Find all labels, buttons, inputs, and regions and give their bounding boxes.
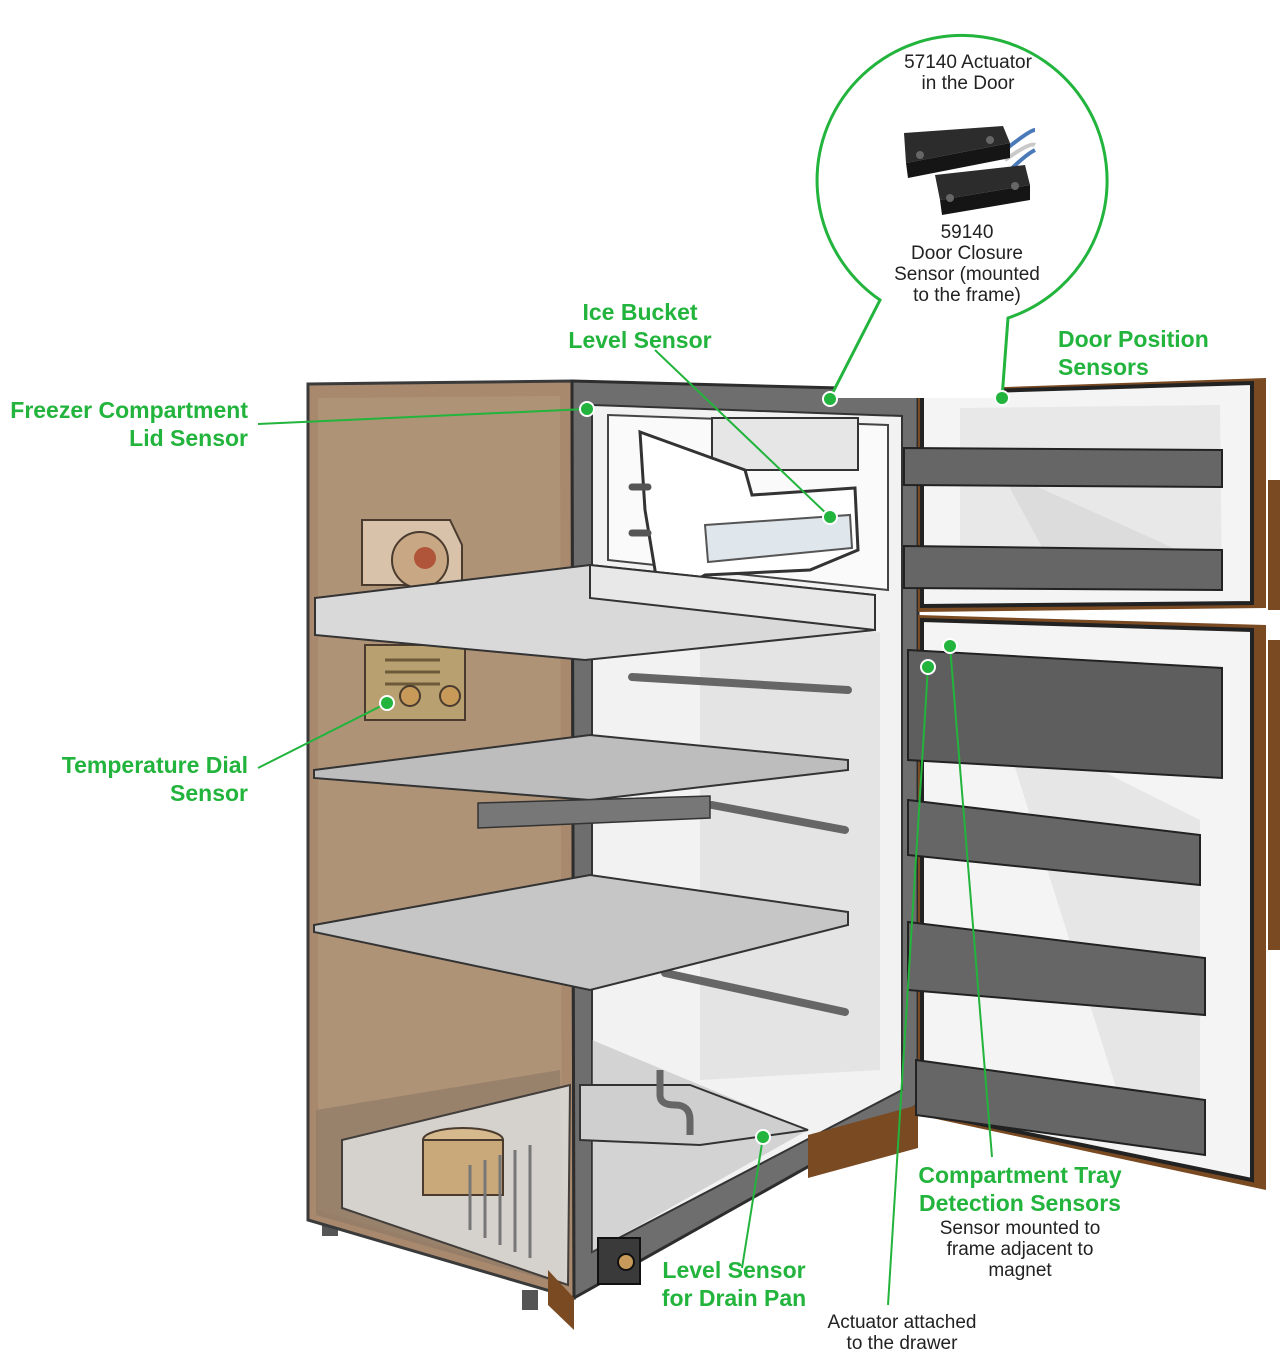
tray-sensor-dot-1 [920, 659, 936, 675]
ice-bucket-label-line2: Level Sensor [568, 327, 712, 353]
freezer-lid-sensor-dot [579, 401, 595, 417]
door-position-sensor-dot-door [994, 390, 1010, 406]
freezer-lid-label-line2: Lid Sensor [129, 425, 248, 451]
closure-sensor-image [935, 148, 1036, 215]
actuator-note-line1: 57140 Actuator [904, 52, 1032, 73]
ice-bucket [638, 429, 860, 603]
actuator-note-line2: in the Door [921, 73, 1015, 94]
sensor-callout [815, 33, 1109, 399]
tray-detection-label-line2: Detection Sensors [919, 1190, 1121, 1216]
temperature-dial-panel [364, 644, 466, 721]
actuator-note: 57140 Actuator in the Door [870, 52, 1066, 94]
tray-mount-note-line2: frame adjacent to [946, 1239, 1094, 1260]
drain-pan-label-line1: Level Sensor [662, 1257, 806, 1283]
tray-mount-note-line1: Sensor mounted to [939, 1218, 1101, 1239]
tray-mount-note-line3: magnet [988, 1260, 1052, 1281]
fan-unit [361, 519, 463, 589]
temperature-dial-label-line1: Temperature Dial [61, 752, 248, 778]
tray-detection-label-line1: Compartment Tray [918, 1162, 1122, 1188]
ice-bucket-label-line1: Ice Bucket [582, 299, 698, 325]
drain-pan-sensor-dot [755, 1129, 771, 1145]
closure-note-line4: to the frame) [913, 285, 1021, 306]
closure-note-line1: 59140 [940, 222, 994, 243]
door-position-sensor-dot-frame [822, 391, 838, 407]
door-position-label-line1: Door Position [1058, 326, 1209, 352]
temperature-dial-label-line2: Sensor [170, 780, 248, 806]
temperature-dial-sensor-label: Temperature Dial Sensor [0, 751, 248, 807]
drain-pan-label-line2: for Drain Pan [661, 1285, 807, 1311]
drawer-actuator-note-line1: Actuator attached [827, 1312, 977, 1333]
door-position-label-line2: Sensors [1058, 354, 1149, 380]
door-position-sensors-label: Door Position Sensors [1058, 325, 1209, 381]
leader-lines [257, 349, 993, 1306]
drawer-actuator-note: Actuator attached to the drawer [800, 1312, 1004, 1354]
actuator-module-image [904, 126, 1037, 178]
temperature-dial-sensor-dot [379, 695, 395, 711]
freezer-lid-label-line1: Freezer Compartment [10, 397, 248, 423]
tray-mount-note: Sensor mounted to frame adjacent to magn… [910, 1218, 1130, 1281]
ice-bucket-sensor-label: Ice Bucket Level Sensor [540, 298, 740, 354]
ice-bucket-sensor-dot [822, 509, 838, 525]
tray-detection-sensors-label: Compartment Tray Detection Sensors [900, 1161, 1140, 1217]
tray-sensor-dot-2 [942, 638, 958, 654]
drawer-actuator-note-line2: to the drawer [846, 1333, 958, 1354]
closure-note-line3: Sensor (mounted [894, 264, 1040, 285]
sensor-markers [379, 390, 1010, 1145]
drain-pan-sensor-label: Level Sensor for Drain Pan [640, 1256, 828, 1312]
door-closure-note: 59140 Door Closure Sensor (mounted to th… [860, 222, 1074, 306]
refrigerator-doors [870, 367, 1280, 1190]
closure-note-line2: Door Closure [911, 243, 1023, 264]
freezer-lid-sensor-label: Freezer Compartment Lid Sensor [0, 396, 248, 452]
